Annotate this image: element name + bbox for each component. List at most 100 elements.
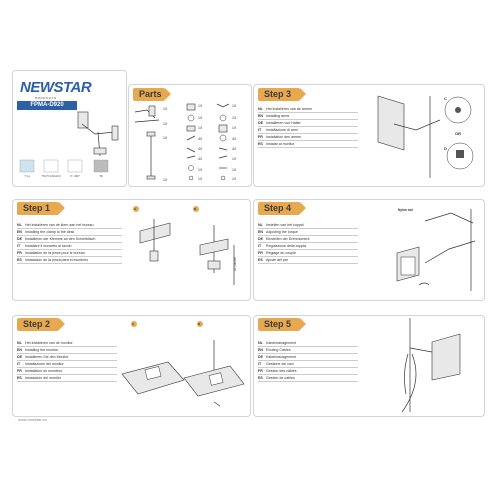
- count-5: 1X: [232, 116, 237, 120]
- step5-text-en: Routing Cables: [266, 348, 291, 352]
- step2-panel: [12, 315, 251, 417]
- step5-text-es: Gestión de cables: [266, 376, 295, 380]
- count-12: 4X: [198, 147, 203, 151]
- step2-title: Step 2: [17, 318, 65, 331]
- step4-panel: [253, 199, 485, 301]
- step2-text-en: Installing the monitor: [25, 348, 59, 352]
- count-3: 1X: [232, 104, 237, 108]
- step4-code-es: ES: [258, 258, 263, 262]
- count-6: 1X: [163, 122, 168, 126]
- step3-code-es: ES: [258, 142, 263, 146]
- step4-text-it: Regolazione della coppia: [266, 244, 307, 248]
- step1-title: Step 1: [17, 202, 65, 215]
- count-8: 1X: [232, 126, 237, 130]
- step3-marker-c: C: [444, 96, 447, 101]
- step5-code-nl: NL: [258, 341, 263, 345]
- step2-marker-b: B: [198, 322, 201, 326]
- brand-logo: NEWSTAR: [20, 79, 92, 96]
- step3-text-nl: Het installeren van de armen: [266, 107, 312, 111]
- step4-code-nl: NL: [258, 223, 263, 227]
- step5-code-es: ES: [258, 376, 263, 380]
- count-18: 1X: [163, 178, 168, 182]
- step4-text-nl: Instellen van het koppel: [266, 223, 304, 227]
- step3-code-nl: NL: [258, 107, 263, 111]
- step2-code-nl: NL: [17, 341, 22, 345]
- step5-code-en: EN: [258, 348, 263, 352]
- step3-panel: [253, 84, 485, 187]
- step1-code-it: IT: [17, 244, 21, 248]
- count-7: 1X: [198, 126, 203, 130]
- step4-text-de: Einstellen der Drehmoment: [266, 237, 310, 241]
- step3-code-it: IT: [258, 128, 262, 132]
- step2-marker-a: A: [132, 322, 135, 326]
- step4-code-it: IT: [258, 244, 262, 248]
- parts-title: Parts: [133, 88, 171, 101]
- step3-marker-d: D: [444, 146, 447, 151]
- step5-illustration: [401, 318, 461, 413]
- step5-text-de: Kabelmanagement: [266, 355, 297, 359]
- step1-marker-a: A: [134, 207, 137, 211]
- step3-text-es: Instalar al monitor: [266, 142, 295, 146]
- count-9: 1X: [163, 136, 168, 140]
- step5-code-de: DE: [258, 355, 263, 359]
- parts-illustration: [134, 103, 230, 181]
- count-17: 1X: [232, 168, 237, 172]
- step1-text-de: Installieren der Klemme an den Schreibti…: [25, 237, 96, 241]
- step2-code-en: EN: [17, 348, 22, 352]
- step2-text-nl: Het installeren van de monitor: [25, 341, 73, 345]
- step4-code-de: DE: [258, 237, 263, 241]
- count-15: 1X: [232, 157, 237, 161]
- footer-url: www.newstar.eu: [18, 417, 47, 422]
- step2-text-es: Instalación del monitor: [25, 376, 61, 380]
- step1-text-en: Installing the clamp to the desk: [25, 230, 75, 234]
- count-20: 1X: [232, 177, 237, 181]
- step4-text-es: Ajuste del par: [266, 258, 288, 262]
- step3-text-en: Installing arms: [266, 114, 290, 118]
- step2-code-de: DE: [17, 355, 22, 359]
- step1-marker-b: B: [194, 207, 197, 211]
- spec-weight: 7 kg: [24, 174, 30, 178]
- step3-text-it: Installazione di armi: [266, 128, 298, 132]
- step1-dimension: 10-100mm: [233, 256, 238, 272]
- step3-title: Step 3: [258, 88, 306, 101]
- step1-illustration: [133, 206, 235, 285]
- spec-vesa: 75x75 100x100: [41, 174, 61, 178]
- step4-title: Step 4: [258, 202, 306, 215]
- step1-code-fr: FR: [17, 251, 22, 255]
- step5-code-fr: FR: [258, 369, 263, 373]
- step5-title: Step 5: [258, 318, 306, 331]
- step3-text-fr: Installation des armes: [266, 135, 301, 139]
- step4-callout: Nylon nut: [398, 208, 413, 212]
- step3-illustration: [377, 95, 474, 178]
- step4-code-en: EN: [258, 230, 263, 234]
- count-11: 4X: [232, 137, 237, 141]
- brand-logo-sub: PRODUCTS: [35, 96, 57, 100]
- count-2: 1X: [198, 104, 203, 108]
- step2-code-es: ES: [17, 376, 22, 380]
- product-illustration: [77, 111, 119, 157]
- step5-text-nl: Kabelmanagement: [266, 341, 297, 345]
- step1-code-de: DE: [17, 237, 22, 241]
- step5-text-it: Gestione dei cavi: [266, 362, 294, 366]
- step2-illustration: [121, 321, 245, 407]
- step2-code-it: IT: [17, 362, 21, 366]
- step4-text-fr: Réglage du couple: [266, 251, 296, 255]
- step1-text-fr: Installation de la pince pour le bureau: [25, 251, 85, 255]
- step5-text-fr: Gestion des câbles: [266, 369, 297, 373]
- count-10: 4X: [198, 137, 203, 141]
- count-14: 4X: [198, 157, 203, 161]
- step1-code-en: EN: [17, 230, 22, 234]
- step1-code-nl: NL: [17, 223, 22, 227]
- step3-code-de: DE: [258, 121, 263, 125]
- spec-tilt: Tilt: [99, 174, 103, 178]
- step5-code-it: IT: [258, 362, 262, 366]
- step3-code-fr: FR: [258, 135, 263, 139]
- step3-or: OR: [455, 131, 461, 136]
- step2-code-fr: FR: [17, 369, 22, 373]
- count-19: 1X: [198, 177, 203, 181]
- step4-code-fr: FR: [258, 251, 263, 255]
